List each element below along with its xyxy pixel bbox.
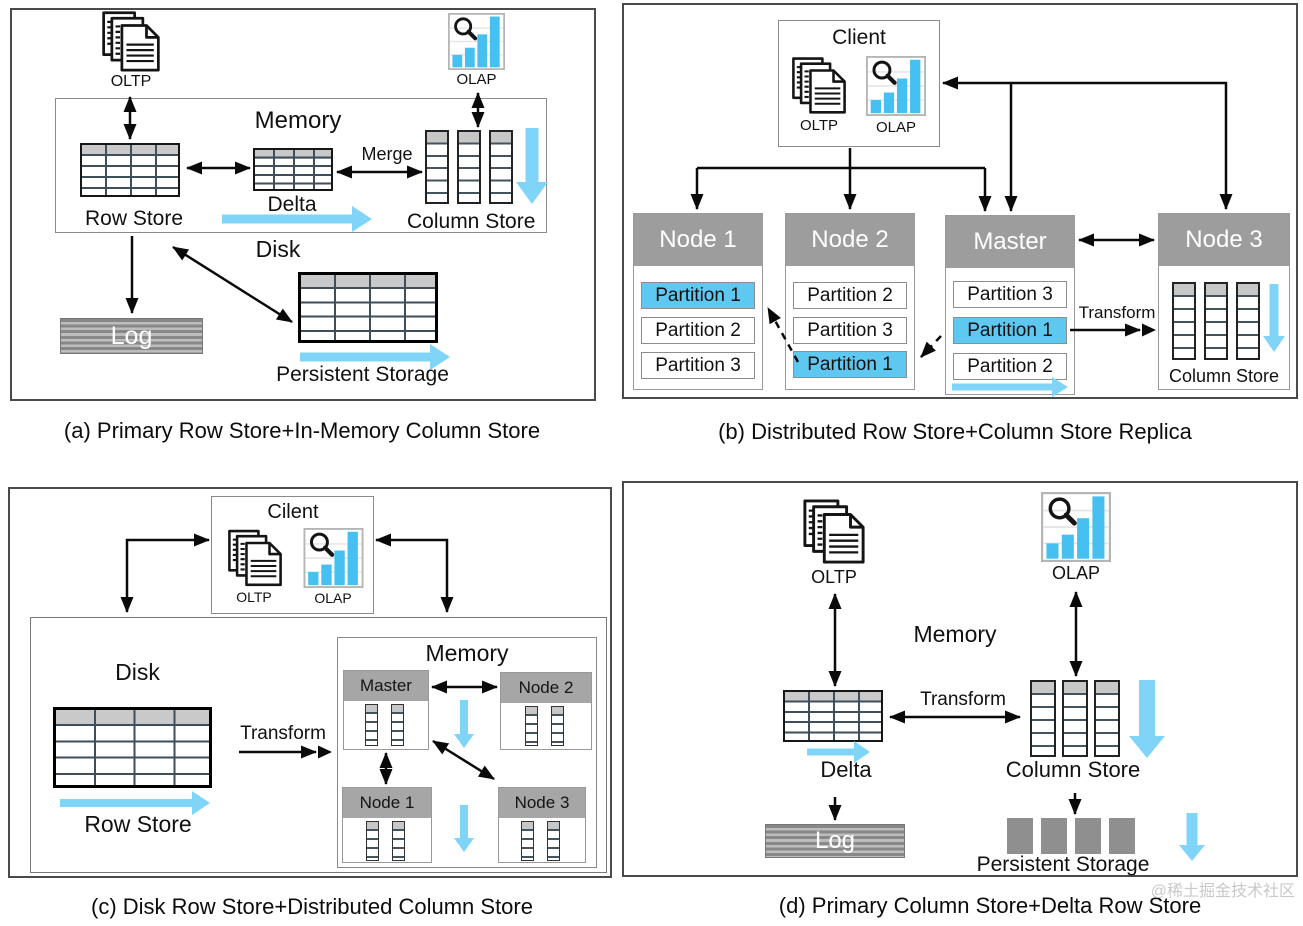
column-strip [489,130,513,204]
node-3-header: Node 3 [1159,214,1289,266]
caption-a: (a) Primary Row Store+In-Memory Column S… [63,418,541,443]
storage-block [1075,818,1101,854]
row-store-table [53,707,212,788]
column-strip [1172,282,1196,360]
panel-d [622,481,1298,877]
persistent-storage-label: Persistent Storage [976,853,1150,876]
column-strip [547,821,560,861]
oltp-icon [801,498,867,564]
oltp-label: OLTP [799,117,839,134]
partition-row: Partition 2 [953,353,1067,380]
storage-block [1109,818,1135,854]
client-label: Cilent [267,501,319,523]
persistent-storage-label: Persistent Storage [276,363,449,386]
column-strip [1204,282,1228,360]
column-strip [1062,680,1088,757]
column-store-label: Column Store [407,210,536,233]
delta-table [783,690,883,742]
column-strip [425,130,449,204]
master-header: Master [344,671,428,701]
persistent-storage-table [298,272,438,343]
column-store-label: Column Store [1005,757,1141,782]
partition-row: Partition 3 [953,281,1067,308]
olap-icon [866,56,926,116]
node-3-header: Node 3 [499,788,585,818]
partition-row: Partition 2 [641,317,755,344]
watermark: @稀土掘金技术社区 [1150,883,1295,900]
caption-b: (b) Distributed Row Store+Column Store R… [718,419,1192,444]
column-strip [457,130,481,204]
oltp-label: OLTP [110,73,152,90]
disk-label: Disk [255,236,301,262]
node-box-2: Node 2 Partition 2 Partition 3 Partition… [785,213,915,390]
column-strip [1236,282,1260,360]
master-header: Master [946,216,1074,268]
caption-c: (c) Disk Row Store+Distributed Column St… [91,894,533,919]
partition-row: Partition 1 [953,317,1067,344]
delta-label: Delta [267,193,317,216]
column-strip [392,821,405,861]
olap-label: OLAP [875,119,917,136]
column-strip [365,704,378,746]
olap-icon [448,13,505,70]
column-strip [391,704,404,746]
node-box-2: Node 2 [500,672,592,750]
olap-label: OLAP [1051,563,1101,583]
node-1-header: Node 1 [343,788,431,818]
column-strip [1030,680,1056,757]
master-node-box: Master Partition 3 Partition 1 Partition… [945,215,1075,395]
disk-label: Disk [115,659,160,685]
partition-row: Partition 1 [641,282,755,309]
node-2-header: Node 2 [501,673,591,703]
node-2-header: Node 2 [786,214,914,266]
log-box: Log [765,824,905,858]
storage-block [1041,818,1067,854]
transform-label: Transform [240,723,326,744]
olap-icon [1040,492,1112,562]
memory-label: Memory [254,107,342,134]
memory-label: Memory [913,621,997,647]
caption-d: (d) Primary Column Store+Delta Row Store [778,893,1202,918]
column-strip [366,821,379,861]
node-box-1: Node 1 [342,787,432,863]
client-label: Client [832,26,886,49]
oltp-icon [226,527,284,588]
partition-row: Partition 3 [793,317,907,344]
transform-label: Transform [1078,303,1156,322]
oltp-label: OLTP [236,589,272,605]
oltp-label: OLTP [811,567,857,587]
master-node-box: Master [343,670,429,750]
node-box-3: Node 3 [498,787,586,863]
log-label: Log [110,321,153,350]
column-store-label: Column Store [1168,366,1280,386]
delta-table [253,148,333,191]
memory-label: Memory [425,640,509,666]
log-label: Log [814,827,856,854]
column-strip [551,706,564,746]
partition-row: Partition 3 [641,352,755,379]
column-strip [1094,680,1120,757]
olap-icon [303,528,364,588]
node-box-1: Node 1 Partition 1 Partition 2 Partition… [633,213,763,390]
oltp-icon [100,10,162,72]
partition-row: Partition 1 [793,351,907,378]
log-box: Log [60,318,203,354]
storage-block [1007,818,1033,854]
column-strip [525,706,538,746]
olap-label: OLAP [314,590,352,606]
row-store-label: Row Store [84,207,184,230]
olap-label: OLAP [456,71,497,88]
partition-row: Partition 2 [793,282,907,309]
oltp-icon [790,54,848,116]
merge-label: Merge [361,144,413,164]
row-store-label: Row Store [84,811,192,837]
transform-label: Transform [920,689,1006,710]
node-1-header: Node 1 [634,214,762,266]
column-strip [521,821,534,861]
delta-label: Delta [820,757,872,782]
row-store-table [80,143,180,197]
